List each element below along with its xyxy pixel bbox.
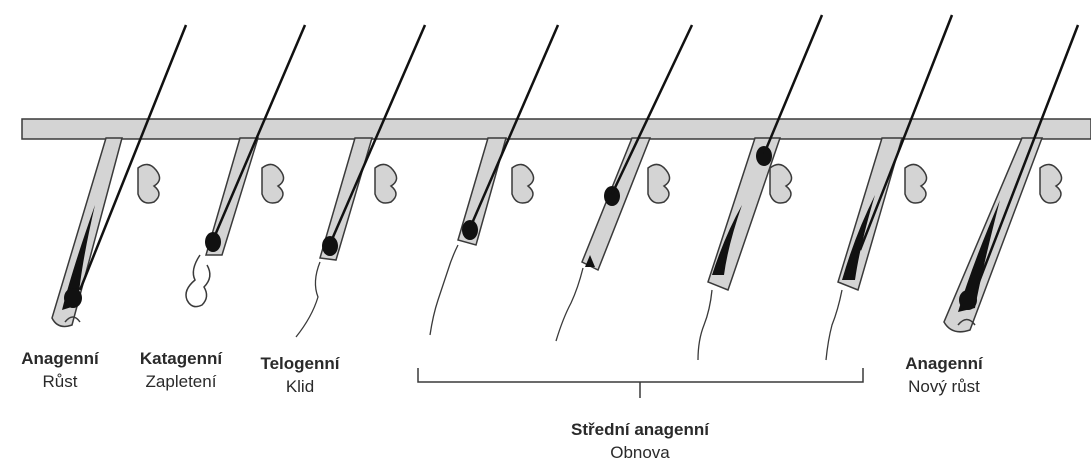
follicle-anagen-2: [944, 25, 1078, 332]
stage-subtitle: Obnova: [520, 441, 760, 464]
stage-label-telogen: Telogenní Klid: [244, 352, 356, 398]
follicle-mid-anagen-3: [698, 15, 822, 360]
stage-title: Anagenní: [2, 347, 118, 370]
stage-label-anagen: Anagenní Růst: [2, 347, 118, 393]
stage-title: Katagenní: [120, 347, 242, 370]
stage-subtitle: Nový růst: [888, 375, 1000, 398]
stage-label-new-anagen: Anagenní Nový růst: [888, 352, 1000, 398]
stage-label-catagen: Katagenní Zapletení: [120, 347, 242, 393]
mid-anagen-bracket: [418, 368, 863, 398]
stage-label-mid-anagen: Střední anagenní Obnova: [520, 418, 760, 464]
follicle-mid-anagen-4: [826, 15, 952, 360]
follicle-anagen-1: [52, 25, 186, 326]
skin-surface: [22, 119, 1091, 139]
stage-subtitle: Růst: [2, 370, 118, 393]
stage-subtitle: Zapletení: [120, 370, 242, 393]
follicle-mid-anagen-2: [556, 25, 692, 341]
stage-subtitle: Klid: [244, 375, 356, 398]
stage-title: Telogenní: [244, 352, 356, 375]
stage-title: Střední anagenní: [520, 418, 760, 441]
follicle-mid-anagen-1: [430, 25, 558, 335]
stage-title: Anagenní: [888, 352, 1000, 375]
follicle-telogen: [296, 25, 425, 337]
follicle-catagen: [186, 25, 305, 307]
